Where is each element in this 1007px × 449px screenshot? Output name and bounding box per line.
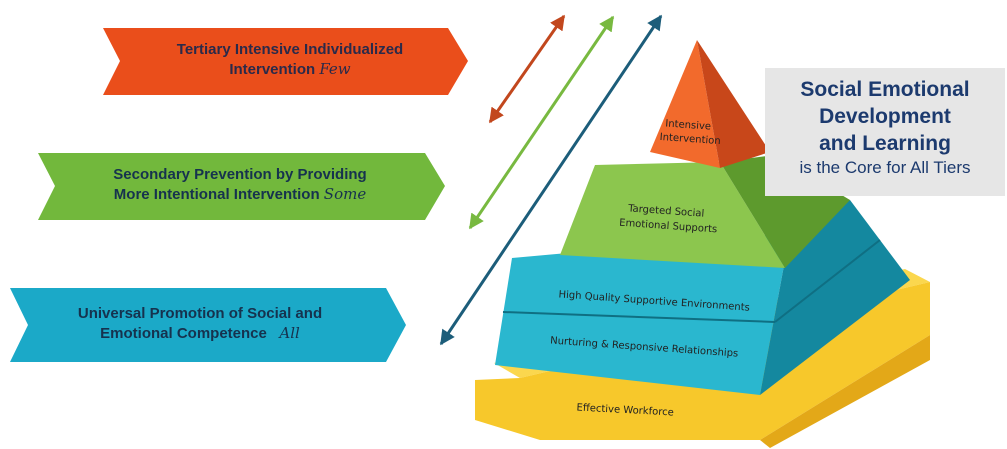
tertiary-line2: Intervention [229, 60, 316, 78]
universal-line2: Emotional Competence [100, 324, 267, 342]
core-subtitle: is the Core for All Tiers [799, 158, 971, 177]
universal-line1: Universal Promotion of Social and [77, 305, 323, 322]
core-title-line2: Development [819, 105, 951, 128]
secondary-banner-shape [38, 153, 445, 220]
tertiary-emphasis: Few [319, 59, 351, 78]
blue-tier-divider [502, 311, 776, 323]
universal-banner-text: Universal Promotion of Social and Emotio… [45, 304, 355, 343]
tier-label-intensive-2: Intervention [659, 132, 721, 147]
tier-label-targeted-1: Targeted Social [627, 203, 705, 219]
orange-tier-side [697, 40, 770, 168]
secondary-line1: Secondary Prevention by Providing [113, 166, 367, 183]
base-side [760, 335, 930, 448]
universal-emphasis: All [279, 323, 300, 342]
blue-tier-divider-side [774, 239, 881, 323]
universal-banner-shape [10, 288, 406, 362]
secondary-banner-text: Secondary Prevention by Providing More I… [70, 165, 410, 204]
universal-double-arrow [439, 14, 663, 346]
core-box: Social Emotional Development and Learnin… [765, 68, 1005, 196]
secondary-line2: More Intentional Intervention [113, 185, 320, 203]
tier-label-intensive-1: Intensive [665, 118, 711, 132]
tertiary-banner-shape [103, 28, 468, 95]
core-title-line1: Social Emotional [800, 78, 970, 101]
blue-tier-front [495, 233, 790, 395]
banners-layer [10, 28, 468, 362]
orange-tier-front [650, 40, 720, 168]
core-title-line3: and Learning [819, 132, 951, 155]
base-label: Effective Workforce [576, 402, 674, 418]
tertiary-line1: Tertiary Intensive Individualized [176, 41, 404, 58]
tertiary-banner-text: Tertiary Intensive Individualized Interv… [140, 40, 440, 79]
secondary-emphasis: Some [323, 184, 367, 203]
green-tier-front [560, 162, 785, 268]
